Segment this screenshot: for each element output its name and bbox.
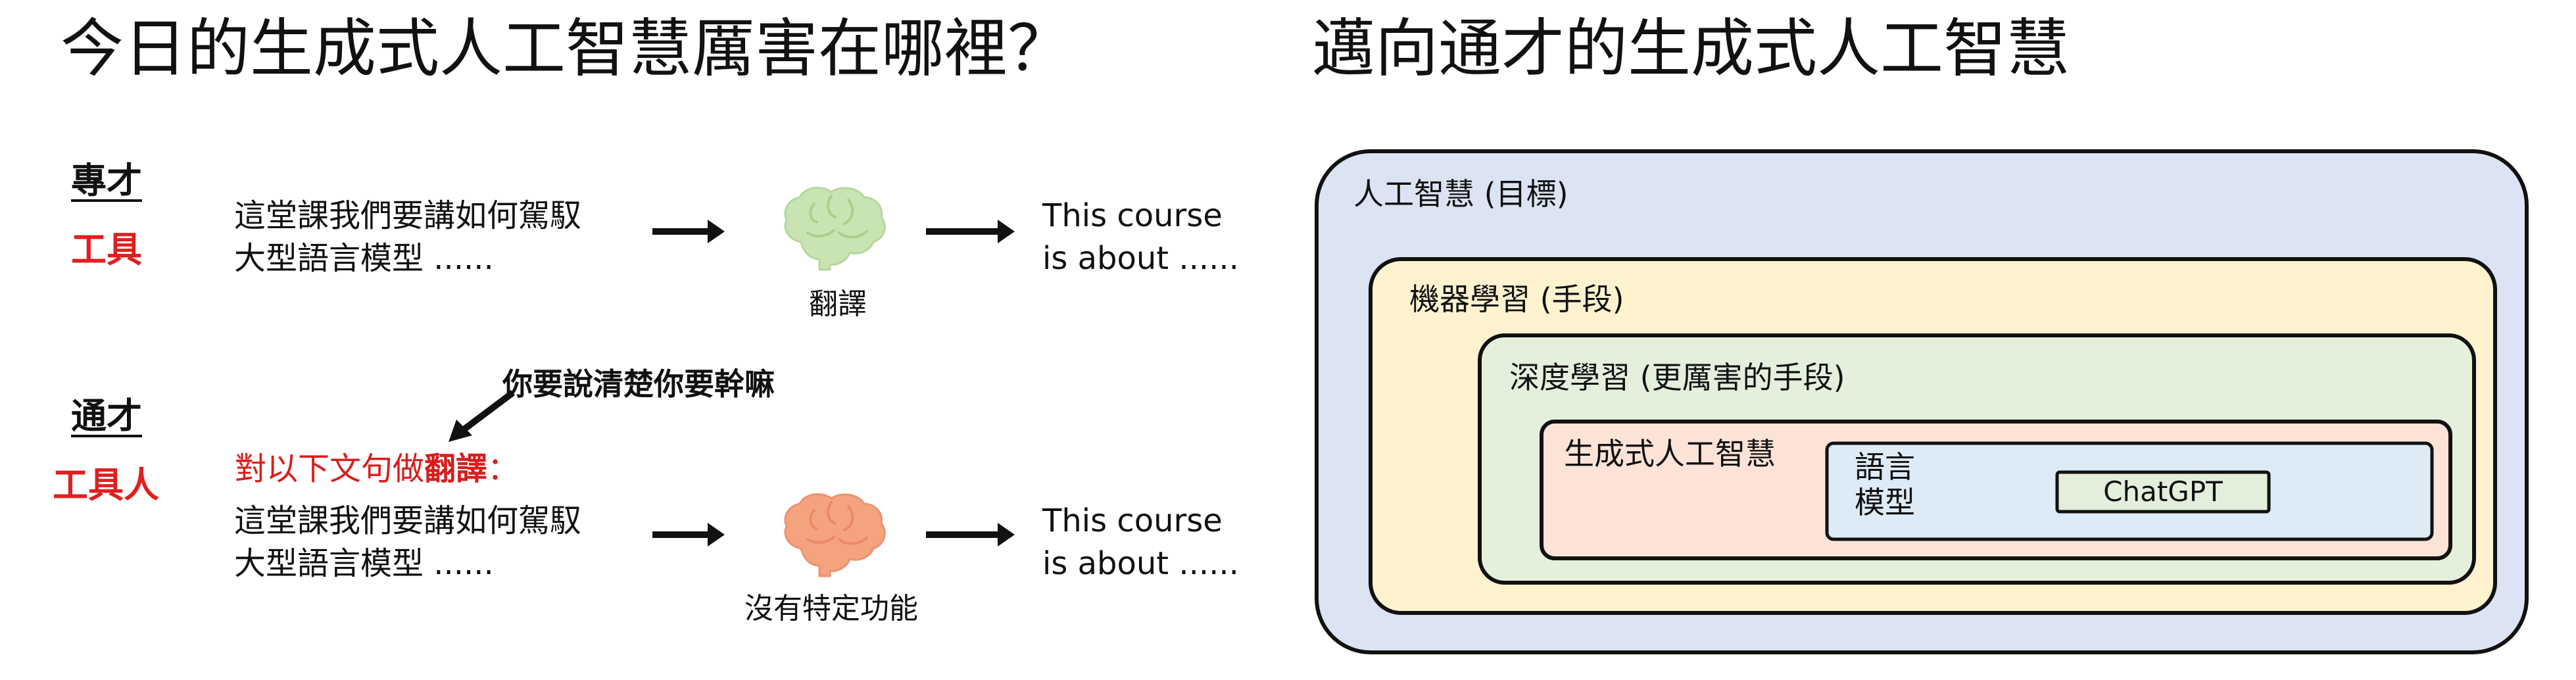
ai-box [1315, 149, 2529, 654]
bottom-input-line-2: 大型語言模型 ...... [234, 545, 494, 582]
deep-learning-box-label: 深度學習 (更厲害的手段) [1509, 360, 1845, 395]
tool-label: 工具 [71, 229, 142, 270]
speech-pointer-head [449, 420, 472, 442]
top-input-text: 這堂課我們要講如何駕馭 大型語言模型 ...... [234, 195, 581, 280]
top-output-line-2: is about ...... [1042, 239, 1239, 277]
top-input-line-2: 大型語言模型 ...... [234, 239, 494, 277]
tool-person-label: 工具人 [53, 464, 159, 506]
orange-brain-icon [784, 493, 886, 577]
top-brain-caption: 翻譯 [809, 287, 867, 321]
bottom-output-text: This course is about ...... [1042, 500, 1239, 585]
green-brain-icon [784, 186, 886, 271]
bottom-brain-caption: 沒有特定功能 [744, 592, 918, 625]
green-brain-folds [806, 195, 868, 239]
generalist-heading: 通才 [71, 395, 142, 437]
language-model-label-line-2: 模型 [1855, 485, 1915, 521]
instruction-line: 對以下文句做翻譯： [235, 450, 519, 489]
orange-brain-shape [784, 493, 886, 577]
speech-pointer-line [458, 390, 515, 435]
bottom-output-arrow [926, 531, 1002, 538]
top-output-line-1: This course [1042, 197, 1223, 234]
instruction-suffix: ： [487, 450, 520, 487]
bottom-input-line-1: 這堂課我們要講如何駕馭 [234, 502, 582, 539]
top-input-arrow [652, 228, 712, 235]
orange-brain-folds [806, 501, 868, 545]
speech-bubble-text: 你要說清楚你要幹嘛 [502, 366, 775, 402]
left-panel-title: 今日的生成式人工智慧厲害在哪裡？ [61, 12, 1071, 85]
right-panel-title: 邁向通才的生成式人工智慧 [1312, 12, 2070, 85]
speech-pointer-arrow [449, 390, 515, 442]
chatgpt-label: ChatGPT [2103, 475, 2223, 508]
instruction-prefix: 對以下文句做 [235, 450, 425, 487]
specialist-heading: 專才 [71, 160, 142, 201]
bottom-input-arrow [652, 531, 712, 538]
language-model-box-label: 語言 模型 [1855, 449, 1915, 521]
top-output-text: This course is about ...... [1042, 195, 1239, 280]
instruction-emphasis: 翻譯 [424, 450, 488, 487]
top-input-line-1: 這堂課我們要講如何駕馭 [234, 197, 582, 234]
bottom-output-line-1: This course [1042, 502, 1223, 539]
bottom-output-line-2: is about ...... [1042, 545, 1239, 582]
top-output-arrow [926, 228, 1002, 235]
generative-ai-box-label: 生成式人工智慧 [1564, 436, 1776, 472]
ai-box-label: 人工智慧 (目標) [1353, 176, 1568, 212]
green-brain-shape [784, 186, 886, 271]
machine-learning-box-label: 機器學習 (手段) [1409, 281, 1624, 317]
bottom-input-text: 這堂課我們要講如何駕馭 大型語言模型 ...... [234, 500, 581, 585]
language-model-label-line-1: 語言 [1855, 449, 1915, 485]
